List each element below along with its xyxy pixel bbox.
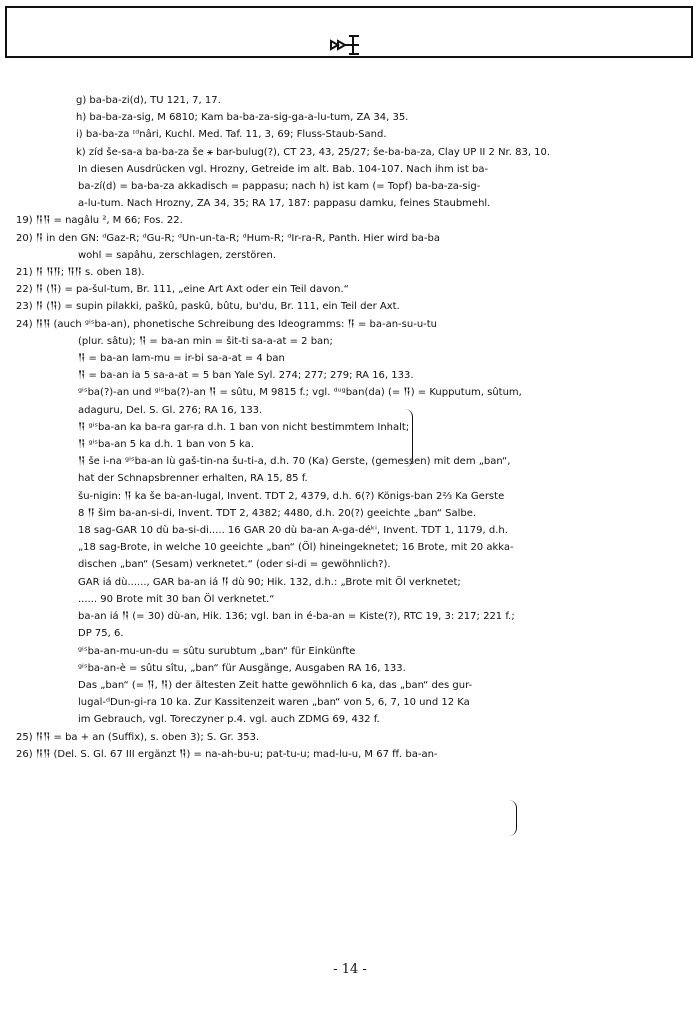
text-line: DP 75, 6.	[78, 628, 124, 640]
text-line: 19) 𒀀𒀀 = nagâlu ², M 66; Fos. 22.	[16, 215, 183, 227]
page-number: - 14 -	[333, 962, 367, 977]
text-line: „18 sag-Brote, in welche 10 geeichte „ba…	[78, 542, 514, 554]
brace-ra	[506, 800, 517, 836]
text-line: ba-zí(d) = ba-ba-za akkadisch = pappasu;…	[78, 181, 481, 193]
text-line: 𒀀 ᵍⁱˢba-an 5 ka d.h. 1 ban von 5 ka.	[78, 439, 254, 451]
text-line: 𒀀 še i-na ᵍⁱˢba-an lù gaš-tin-na šu-ti-a…	[78, 456, 511, 468]
text-line: lugal-ᵈDun-gi-ra 10 ka. Zur Kassitenzeit…	[78, 697, 470, 709]
text-line: h) ba-ba-za-sig, M 6810; Kam ba-ba-za-si…	[76, 112, 409, 124]
text-line: šu-nigin: 𒀀 ka še ba-an-lugal, Invent. T…	[78, 490, 505, 502]
text-line: adaguru, Del. S. Gl. 276; RA 16, 133.	[78, 404, 263, 416]
text-line: 𒀀 = ba-an ia 5 sa-a-at = 5 ban Yale Syl.…	[78, 370, 414, 382]
text-line: dischen „ban“ (Sesam) verknetet.“ (oder …	[78, 559, 391, 571]
text-line: 21) 𒀀 𒀀𒀀; 𒀀𒀀 s. oben 18).	[16, 267, 145, 279]
text-line: 8 𒀀 šim ba-an-si-di, Invent. TDT 2, 4382…	[78, 507, 477, 519]
text-line: ...... 90 Brote mit 30 ban Öl verknetet.…	[78, 593, 275, 605]
text-line: GAR iá dù......, GAR ba-an iá 𒀀 dù 90; H…	[78, 576, 461, 588]
brace-yale	[402, 409, 413, 467]
text-line: In diesen Ausdrücken vgl. Hrozny, Getrei…	[78, 163, 489, 175]
text-line: g) ba-ba-zi(d), TU 121, 7, 17.	[76, 95, 221, 106]
text-line: 25) 𒀀𒀀 = ba + an (Suffix), s. oben 3); S…	[16, 731, 260, 743]
text-line: 23) 𒀀 (𒀀) = supin pilakki, paškû, paskû,…	[16, 301, 400, 313]
text-line: ᵍⁱˢba-an-è = sûtu sîtu, „ban“ für Ausgän…	[78, 662, 406, 674]
text-line: ᵍⁱˢba(?)-an und ᵍⁱˢba(?)-an 𒀀 = sûtu, M …	[78, 387, 522, 399]
text-line: Das „ban“ (= 𒀀, 𒀀) der ältesten Zeit hat…	[78, 679, 473, 691]
text-line: 18 sag-GAR 10 dù ba-si-di..... 16 GAR 20…	[78, 525, 508, 537]
cuneiform-ba-sign-icon	[330, 35, 359, 55]
text-line: ᵍⁱˢba-an-mu-un-du = sûtu surubtum „ban“ …	[78, 645, 356, 657]
text-line: wohl = sapâhu, zerschlagen, zerstören.	[78, 249, 276, 261]
text-line: (plur. sâtu); 𒀀 = ba-an min = šit-ti sa-…	[78, 335, 333, 347]
text-line: 20) 𒀀 in den GN: ᵈGaz-R; ᵈGu-R; ᵈUn-un-t…	[16, 232, 440, 244]
document-body: g) ba-ba-zi(d), TU 121, 7, 17. h) ba-ba-z…	[16, 92, 694, 763]
text-line: a-lu-tum. Nach Hrozny, ZA 34, 35; RA 17,…	[78, 198, 491, 210]
text-line: 24) 𒀀𒀀 (auch ᵍⁱˢba-an), phonetische Schr…	[16, 318, 438, 330]
text-line: hat der Schnapsbrenner erhalten, RA 15, …	[78, 473, 308, 485]
text-line: im Gebrauch, vgl. Toreczyner p.4. vgl. a…	[78, 714, 380, 726]
text-line: 26) 𒀀𒀀 (Del. S. Gl. 67 III ergänzt 𒀀) = …	[16, 748, 438, 760]
header-box	[5, 6, 693, 58]
text-line: ba-an iá 𒀀 (= 30) dù-an, Hik. 136; vgl. …	[78, 611, 515, 623]
text-line: 22) 𒀀 (𒀀) = pa-šul-tum, Br. 111, „eine A…	[16, 284, 349, 296]
text-line: 𒀀 ᵍⁱˢba-an ka ba-ra gar-ra d.h. 1 ban vo…	[78, 421, 410, 433]
text-line: 𒀀 = ba-an lam-mu = ir-bi sa-a-at = 4 ban	[78, 353, 285, 365]
text-line: k) zíd še-sa-a ba-ba-za še ⚹ bar-bulug(?…	[76, 146, 551, 158]
text-line: i) ba-ba-za ᶦᵈnâri, Kuchl. Med. Taf. 11,…	[76, 129, 387, 141]
